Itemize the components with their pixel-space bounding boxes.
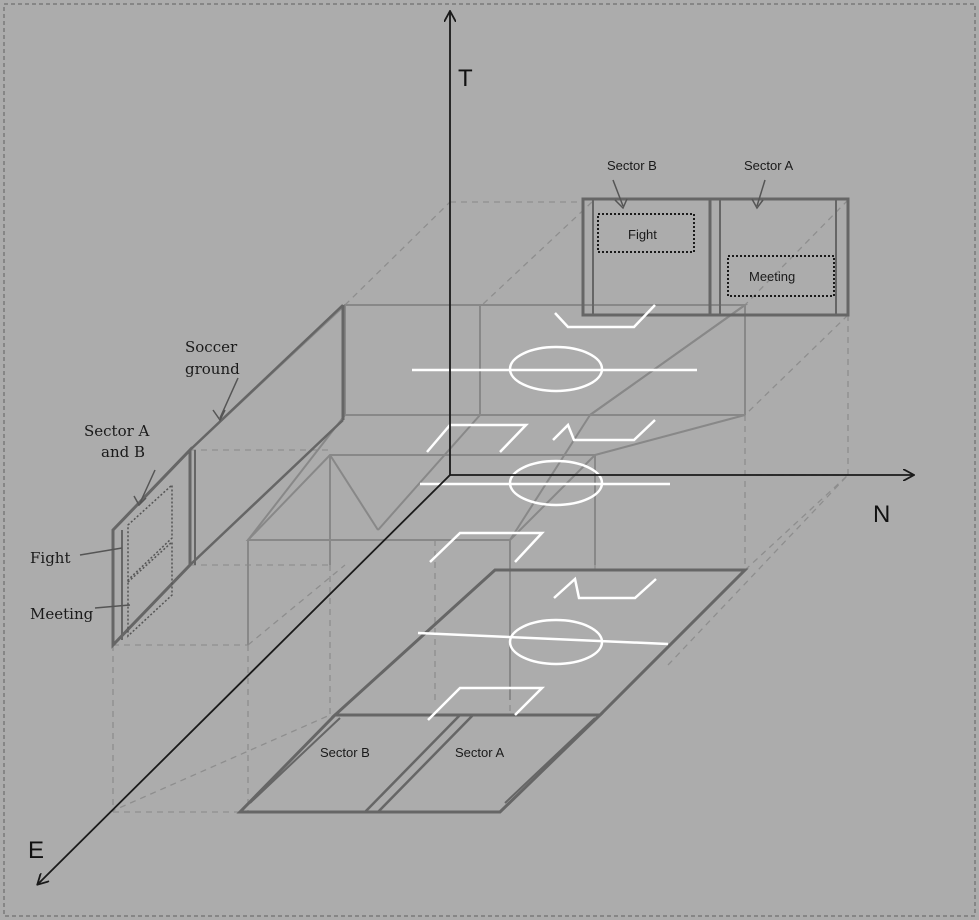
sector-a-label-top: Sector A: [744, 158, 793, 173]
field-markings: [412, 304, 697, 721]
e-axis-label: E: [28, 837, 44, 864]
sector-ab-label-line2: and B: [101, 443, 145, 461]
fight-event-left: [127, 483, 173, 582]
left-wall-events: [127, 483, 173, 638]
soccer-ground-label-line2: ground: [185, 360, 240, 378]
sector-b-top-pointer: [612, 179, 624, 207]
meeting-label-top: Meeting: [749, 269, 795, 284]
fight-event-top: [597, 213, 695, 253]
soccer-ground-pointer: [219, 377, 239, 419]
meeting-label-left: Meeting: [30, 605, 94, 623]
field-planes: [189, 304, 749, 700]
fight-label-left: Fight: [30, 549, 71, 567]
sector-ab-pointer: [139, 469, 156, 504]
projection-lines: [109, 199, 849, 813]
sector-a-label-bottom: Sector A: [455, 745, 504, 760]
t-axis-label: T: [458, 65, 473, 92]
sector-ab-label-line1: Sector A: [84, 422, 150, 440]
meeting-event-top: [727, 255, 835, 297]
axes: [38, 12, 913, 884]
e-axis-line: [38, 474, 451, 884]
sector-b-label-bottom: Sector B: [320, 745, 370, 760]
meeting-event-left: [127, 540, 173, 638]
left-wall: [111, 304, 345, 649]
sector-a-top-pointer: [756, 179, 766, 207]
fight-label-top: Fight: [628, 227, 657, 242]
outer-border: [3, 3, 976, 917]
top-view-panel: [581, 197, 850, 317]
fight-pointer: [79, 547, 123, 556]
soccer-ground-label-line1: Soccer: [185, 338, 238, 356]
annotation-arrows: [79, 179, 766, 609]
sector-b-label-top: Sector B: [607, 158, 657, 173]
n-axis-label: N: [873, 501, 890, 528]
meeting-pointer: [94, 604, 131, 609]
floor-plane: [236, 568, 749, 814]
